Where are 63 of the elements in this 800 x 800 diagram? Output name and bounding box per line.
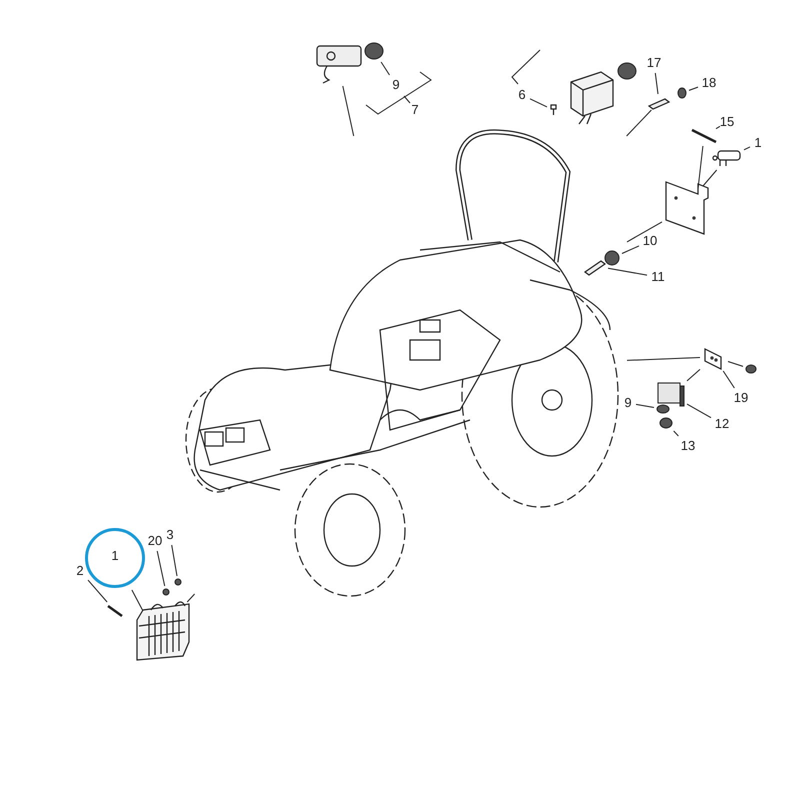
headlamp-drawing	[136, 601, 190, 661]
nut-drawing	[678, 88, 686, 98]
callout-number: 10	[641, 233, 659, 249]
callout-number: 1	[752, 135, 764, 151]
leader-line	[380, 62, 390, 76]
leader-line	[688, 86, 698, 91]
leader-line	[342, 86, 354, 136]
leader-line	[654, 72, 658, 94]
highlight-ring: 1	[85, 528, 145, 588]
callout-number: 11	[649, 269, 667, 285]
leader-line	[702, 170, 718, 186]
tractor-drawing	[185, 129, 619, 597]
leader-line	[626, 221, 662, 242]
bolt-drawing	[691, 128, 717, 144]
leader-line	[608, 268, 648, 276]
leader-line	[728, 361, 744, 367]
leader-line	[171, 544, 178, 576]
leader-line	[186, 594, 196, 602]
screw-drawing	[550, 104, 557, 115]
callout-number: 2	[74, 563, 86, 579]
callout-number: 12	[713, 416, 731, 432]
bracket-drawing	[704, 348, 722, 370]
leader-line	[626, 110, 652, 136]
bulb-drawing	[656, 404, 670, 414]
rear-lamp-drawing	[570, 71, 614, 125]
leader-line	[636, 404, 654, 408]
leader-line	[622, 245, 640, 254]
callout-number: 13	[679, 438, 697, 454]
callout-number: 3	[164, 527, 176, 543]
leader-line	[131, 590, 144, 612]
leader-line	[744, 146, 750, 150]
bulb-drawing	[364, 42, 384, 60]
callout-number: 9	[390, 77, 402, 93]
lamp-drawing	[658, 382, 684, 406]
leader-line	[673, 430, 679, 436]
callout-number: 9	[622, 395, 634, 411]
leader-line	[88, 580, 108, 602]
leader-line	[686, 368, 700, 382]
work-lamp-drawing	[316, 45, 362, 84]
bulb-drawing	[618, 62, 636, 80]
plate-bracket-drawing	[665, 181, 709, 235]
bulb-drawing	[660, 418, 672, 428]
leader-line	[156, 550, 166, 586]
nut-drawing	[174, 578, 182, 586]
callout-number: 6	[516, 87, 528, 103]
leader-line	[626, 357, 700, 361]
nut-drawing	[746, 364, 756, 374]
bolt-drawing	[107, 604, 123, 618]
leader-line	[530, 98, 548, 108]
leader-line	[722, 370, 735, 388]
bracket-drawing	[648, 98, 670, 110]
callout-number: 17	[645, 55, 663, 71]
callout-number: 15	[718, 114, 736, 130]
callout-number: 19	[732, 390, 750, 406]
nut-drawing	[162, 588, 170, 596]
plate-lamp-drawing	[712, 150, 741, 167]
leader-line	[686, 404, 712, 418]
leader-line	[698, 146, 704, 190]
callout-number: 7	[409, 102, 421, 118]
leader-line	[716, 126, 720, 130]
bracket-drawing	[584, 260, 606, 276]
callout-number: 20	[146, 533, 164, 549]
callout-number: 18	[700, 75, 718, 91]
